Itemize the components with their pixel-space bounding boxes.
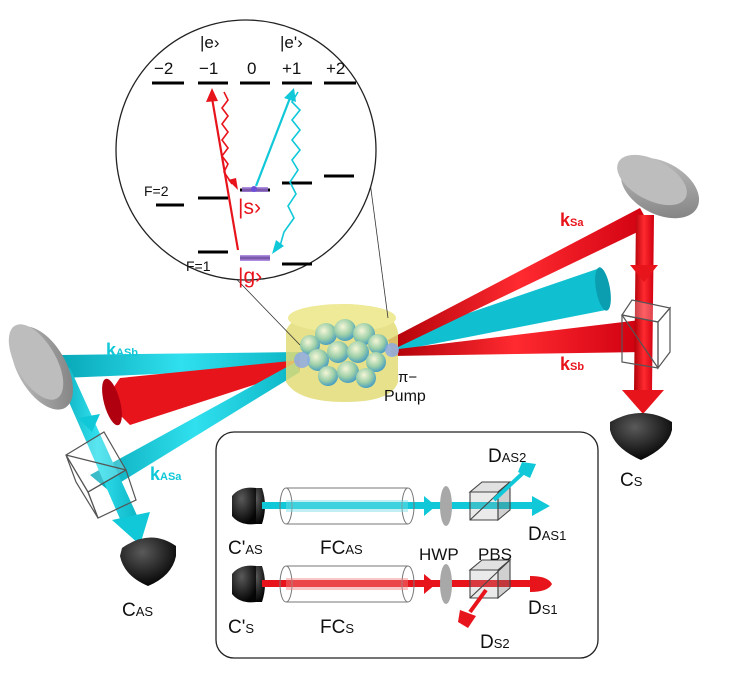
mirror-left — [8, 324, 73, 410]
transition-g-to-e-arrow — [206, 88, 218, 102]
detector-c-as — [120, 537, 176, 586]
beam-k-asa — [90, 362, 300, 490]
atom-cloud — [286, 304, 399, 402]
transition-s-to-eprime-arrow — [284, 88, 296, 102]
transition-eprime-to-g-wavy — [279, 91, 302, 247]
label-k-sb: kSb — [560, 354, 584, 374]
state-e-label: |e› — [200, 33, 220, 52]
s-row — [232, 558, 552, 628]
beam-cyan-left-arrow2 — [78, 414, 100, 432]
m-level-label: +1 — [282, 59, 301, 78]
zoom-line-right — [369, 181, 389, 319]
fiber-s-glow — [286, 578, 408, 590]
beam-k-asb — [62, 352, 300, 378]
transition-s-to-eprime — [254, 97, 292, 187]
detector-c-s — [610, 413, 672, 460]
beam-red-right-arrow2 — [630, 265, 658, 282]
beam-s-arrow — [424, 574, 436, 594]
beam-s2 — [468, 588, 488, 614]
m-level-label: −2 — [154, 59, 173, 78]
beam-as-arrow — [424, 496, 436, 516]
beam-red-left — [105, 360, 300, 425]
beam-as2 — [492, 470, 526, 502]
label-hwp: HWP — [419, 545, 459, 564]
beam-cyan-left-vertical — [55, 368, 140, 528]
state-g-label: |g› — [238, 265, 262, 288]
hwp-s — [440, 564, 452, 604]
m-level-label: 0 — [247, 59, 256, 78]
transition-e-to-s-arrow — [228, 178, 238, 190]
fiber-coupler-as — [279, 487, 415, 525]
beam-k-sa — [388, 208, 650, 350]
fiber-s-beam — [262, 580, 530, 587]
population-g — [240, 255, 270, 261]
beam-k-sb — [390, 320, 640, 356]
population-s-dot — [251, 186, 257, 192]
level-inset — [115, 19, 377, 281]
fiber-coupler-s — [279, 565, 415, 603]
detector-d-as2 — [518, 462, 536, 478]
label-fc-s: FCS — [320, 617, 354, 638]
pbs-cube-left — [65, 431, 137, 519]
m-level-labels: −2 −1 0 +1 +2 — [154, 59, 345, 78]
beam-red-right-vertical — [634, 215, 654, 392]
detector-d-as1 — [532, 496, 550, 516]
pump-label-line2: Pump — [384, 388, 426, 405]
f1-label: F=1 — [186, 258, 211, 274]
mirror-right — [617, 154, 700, 219]
pbs-cube-right — [621, 299, 672, 370]
label-d-s1: DS1 — [528, 598, 558, 619]
label-c-s: CS — [620, 470, 643, 491]
beam-cyan-left-arrow — [112, 512, 150, 545]
label-c-as: CAS — [122, 600, 153, 621]
label-fc-as: FCAS — [320, 538, 363, 559]
label-k-asb: kASb — [106, 340, 138, 360]
label-d-as2: DAS2 — [488, 446, 526, 467]
label-k-asa: kASa — [150, 464, 182, 484]
beam-red-right-arrow — [622, 390, 664, 414]
detector-c-prime-as-cap — [232, 487, 256, 525]
detector-d-s1 — [530, 576, 552, 592]
m-level-label: +2 — [326, 59, 345, 78]
m-level-label: −1 — [199, 59, 218, 78]
pbs-as — [468, 480, 512, 522]
beam-cyan-right — [390, 268, 606, 352]
label-c-prime-as: C'AS — [228, 538, 263, 559]
label-k-sa: kSa — [560, 210, 584, 230]
detection-box — [215, 431, 599, 659]
label-d-as1: DAS1 — [528, 524, 566, 545]
transition-eprime-to-g-arrow — [272, 240, 284, 254]
pump-label-line1: π− — [398, 369, 417, 386]
detector-c-prime-s-cap — [232, 565, 256, 603]
label-c-prime-s: C'S — [228, 617, 254, 638]
state-eprime-label: |e'› — [280, 33, 303, 52]
label-pbs: PBS — [478, 545, 512, 564]
detector-d-s2 — [458, 610, 476, 628]
pbs-s — [468, 558, 512, 600]
label-d-s2: DS2 — [480, 632, 510, 653]
fiber-as-glow — [286, 500, 408, 512]
beam-cyan-right-end — [595, 267, 611, 311]
transition-e-to-s-wavy — [221, 91, 233, 185]
fiber-as-beam — [262, 502, 532, 509]
hwp-as — [440, 486, 452, 526]
beam-red-left-end — [102, 378, 122, 426]
state-s-label: |s› — [238, 196, 261, 219]
f2-label: F=2 — [144, 183, 169, 199]
as-row — [232, 462, 550, 526]
